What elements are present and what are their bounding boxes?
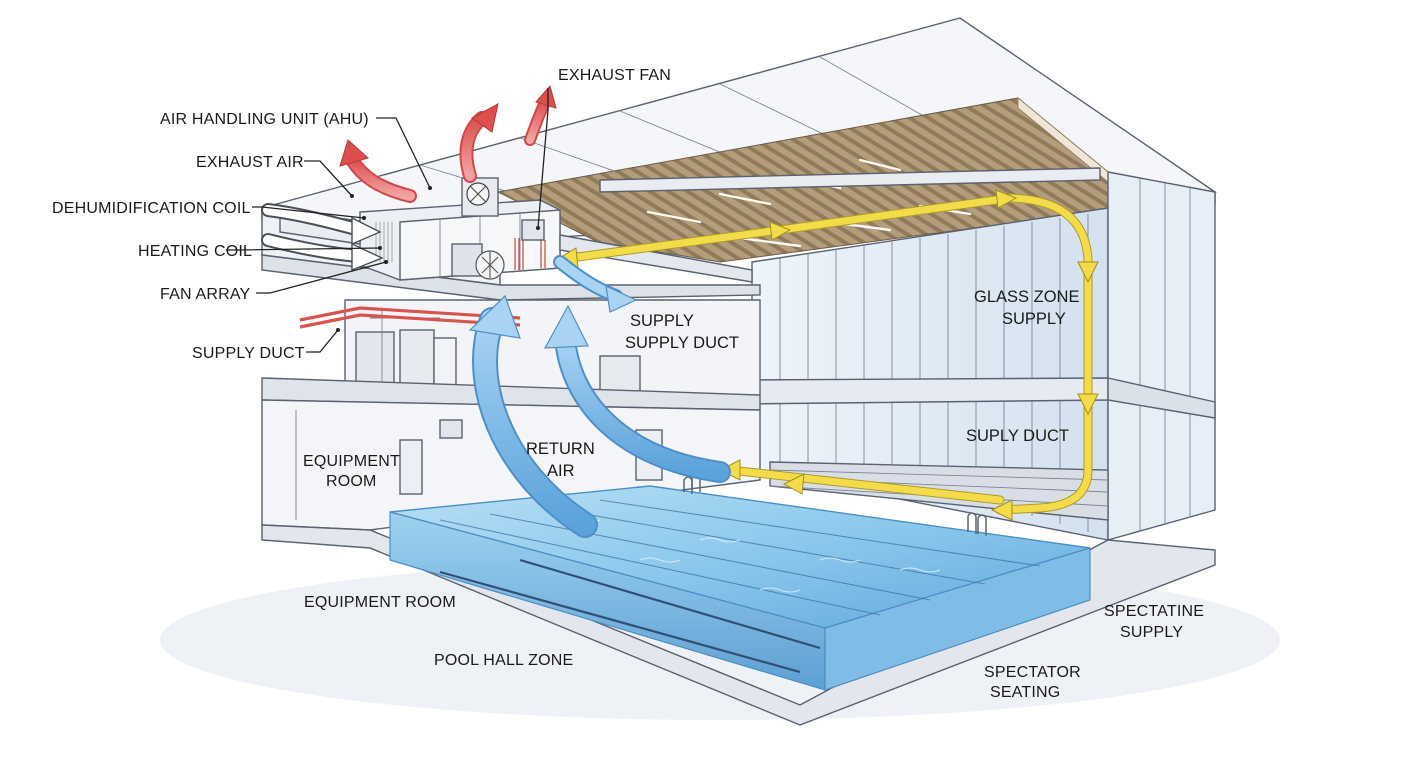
label-equipment-room-lower: EQUIPMENT ROOM — [304, 594, 456, 611]
label-exhaust-fan: EXHAUST FAN — [558, 67, 671, 84]
label-supply-duct-right: SUPLY DUCT — [966, 427, 1069, 445]
label-equipment-room-upper-line1: EQUIPMENT — [303, 453, 400, 470]
label-glass-zone-line2: SUPPLY — [1002, 310, 1066, 328]
label-spectatine-line1: SPECTATINE — [1104, 603, 1204, 620]
label-spectator-line1: SPECTATOR — [984, 664, 1081, 681]
label-heating-coil: HEATING COIL — [138, 243, 252, 260]
label-dehumidification-coil: DEHUMIDIFICATION COIL — [52, 200, 251, 217]
water-ripples — [559, 517, 941, 593]
air-handling-unit — [359, 199, 561, 281]
label-supply-line1: SUPPLY — [630, 312, 694, 330]
label-spectatine-line2: SUPPLY — [1120, 624, 1183, 641]
label-glass-zone-line1: GLASS ZONE — [974, 288, 1079, 306]
upper-ductwork — [279, 167, 1101, 283]
outside-air-flow — [261, 203, 384, 272]
side-glass-mullions — [1139, 178, 1191, 530]
lane-lines — [439, 499, 1041, 616]
label-fan-array: FAN ARRAY — [160, 286, 251, 303]
mezzanine-slab — [739, 377, 1109, 405]
exhaust-fan-unit — [461, 177, 545, 241]
leader-lines — [226, 88, 549, 353]
label-supply-line2: SUPPLY DUCT — [625, 334, 739, 352]
lane-floor-markers — [439, 558, 821, 674]
label-return-air-line1: RETURN — [526, 440, 595, 458]
label-pool-hall-zone: POOL HALL ZONE — [434, 652, 573, 669]
label-return-air-line2: AIR — [547, 462, 575, 480]
side-glass-wall — [1107, 171, 1216, 541]
label-spectator-line2: SEATING — [990, 684, 1060, 701]
label-supply-duct-left: SUPPLY DUCT — [192, 345, 305, 362]
label-exhaust-air: EXHAUST AIR — [196, 154, 304, 171]
return-air-flow — [468, 255, 731, 538]
pool-wall-side — [824, 547, 1091, 691]
supply-air-flow — [565, 193, 1093, 515]
mezzanine-slab-side — [1107, 377, 1216, 419]
label-ahu: AIR HANDLING UNIT (AHU) — [160, 111, 369, 128]
label-equipment-room-upper-line2: ROOM — [326, 473, 377, 490]
ahu-platform — [261, 254, 761, 301]
exhaust-air-flow — [339, 84, 557, 203]
